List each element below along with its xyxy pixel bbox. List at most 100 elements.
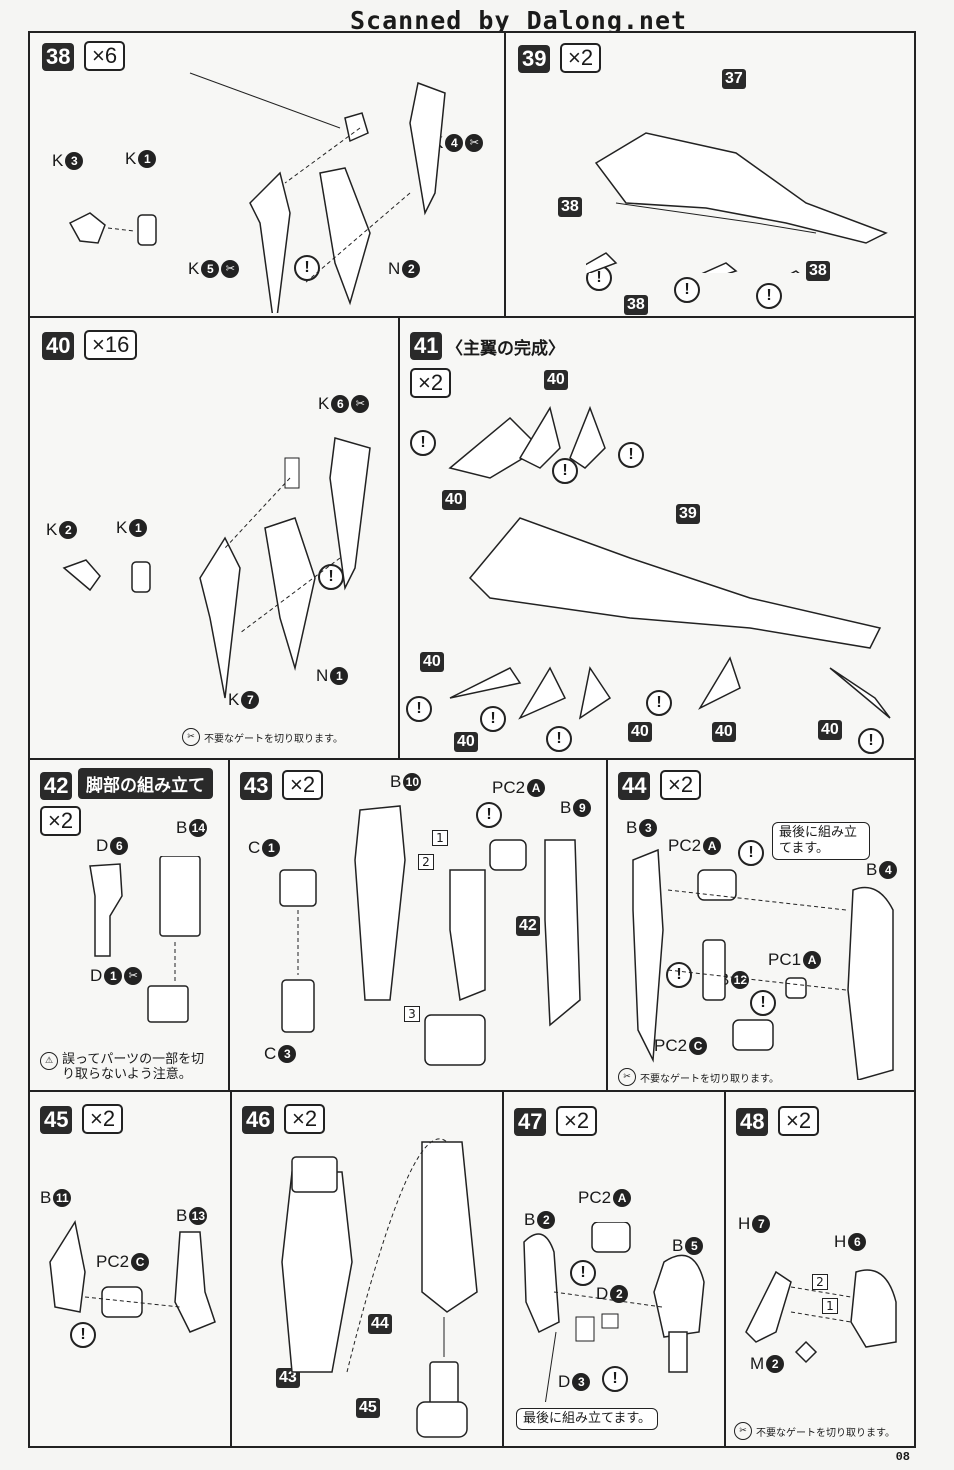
order-marker: 3 (404, 1006, 420, 1022)
multiplier: ×2 (660, 770, 702, 800)
warning-icon: ! (318, 564, 344, 590)
assemble-last-callout: 最後に組み立てます。 (772, 822, 870, 860)
multiplier: ×16 (84, 330, 138, 360)
step-ref-37: 37 (722, 69, 746, 89)
warning-icon: ! (666, 962, 692, 988)
step-ref-38: 38 (624, 295, 648, 315)
part-drawing (279, 805, 581, 1066)
step-38-panel: 38 ×6 K3 K1 K4✂ K5✂ N2 ! (28, 31, 506, 318)
step-title: 〈主翼の完成〉 (446, 339, 565, 359)
cut-icon: ✂ (618, 1068, 636, 1086)
step-number: 47 (514, 1108, 547, 1136)
warning-icon: ! (552, 458, 578, 484)
multiplier: ×2 (40, 806, 82, 836)
step-number: 40 (42, 332, 75, 360)
warning-icon: ! (646, 690, 672, 716)
part-drawing (632, 848, 894, 1080)
step-number: 42 (40, 772, 73, 800)
step-ref-40: 40 (442, 490, 466, 510)
step-ref-39: 39 (676, 504, 700, 524)
step-number: 45 (40, 1106, 73, 1134)
warning-icon: ! (410, 430, 436, 456)
wing-drawing (448, 405, 891, 720)
warning-icon: ! (294, 255, 320, 281)
order-marker: 1 (822, 1298, 838, 1314)
warning-icon: ! (618, 442, 644, 468)
caution-icon: ⚠ (40, 1052, 58, 1070)
step-number: 48 (736, 1108, 769, 1136)
part-drawing (89, 856, 201, 1023)
page-number: 08 (895, 1450, 910, 1464)
multiplier: ×2 (560, 43, 602, 73)
gate-cut-note: ✂不要なゲートを切り取ります。 (182, 728, 343, 746)
cut-icon: ✂ (182, 728, 200, 746)
step-number: 39 (518, 45, 551, 73)
step-title: 脚部の組み立て (78, 768, 213, 799)
step-ref-40: 40 (712, 722, 736, 742)
warning-icon: ! (738, 840, 764, 866)
multiplier: ×2 (556, 1106, 598, 1136)
warning-icon: ! (674, 277, 700, 303)
warning-icon: ! (480, 706, 506, 732)
cut-icon: ✂ (124, 967, 143, 985)
multiplier: ×6 (84, 41, 126, 71)
multiplier: ×2 (410, 368, 452, 398)
step-ref-40: 40 (420, 652, 444, 672)
gate-cut-note: ✂不要なゲートを切り取ります。 (618, 1068, 779, 1086)
step-ref-38: 38 (558, 197, 582, 217)
multiplier: ×2 (778, 1106, 820, 1136)
warning-icon: ! (476, 802, 502, 828)
part-drawing (62, 437, 371, 699)
cut-icon: ✂ (351, 395, 370, 413)
step-ref-40: 40 (628, 722, 652, 742)
assemble-last-callout: 最後に組み立てます。 (516, 1408, 659, 1430)
warning-icon: ! (858, 728, 884, 754)
step-46-panel: 46 ×2 44 43 45 (230, 1090, 504, 1448)
part-drawing (745, 1269, 897, 1364)
scan-title: Scanned by Dalong.net (350, 6, 688, 35)
order-marker: 2 (418, 854, 434, 870)
step-ref-45: 45 (356, 1398, 380, 1418)
step-number: 38 (42, 43, 75, 71)
wing-drawing (586, 132, 888, 273)
cut-icon: ✂ (221, 260, 240, 278)
warning-icon: ! (546, 726, 572, 752)
step-ref-40: 40 (544, 370, 568, 390)
step-39-panel: 39 ×2 37 38 38 38 ! ! ! (504, 31, 916, 318)
step-ref-43: 43 (276, 1368, 300, 1388)
warning-icon: ! (406, 696, 432, 722)
gate-cut-note: ✂不要なゲートを切り取ります。 (734, 1422, 895, 1440)
warning-icon: ! (602, 1366, 628, 1392)
part-drawing (68, 72, 446, 313)
part-drawing (281, 1138, 478, 1438)
multiplier: ×2 (284, 1104, 326, 1134)
cut-icon: ✂ (734, 1422, 752, 1440)
